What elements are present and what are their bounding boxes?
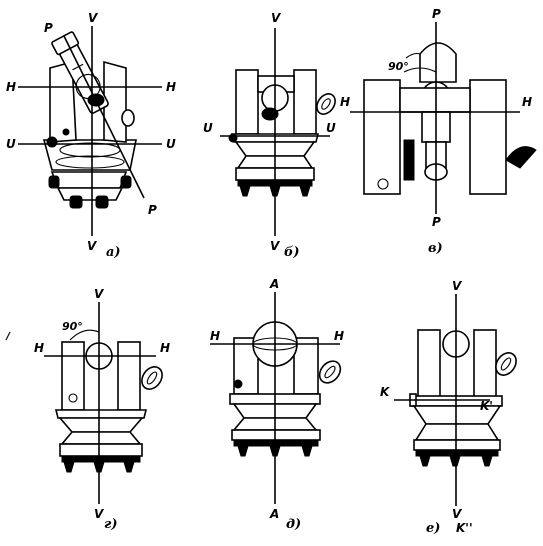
panel-g: V 90° H H V г) [34, 287, 170, 532]
panel-b: V U U V б) [203, 11, 336, 260]
label-v-top-e: V [452, 279, 463, 293]
panel-a: V P H H U U P V а) [6, 11, 176, 260]
label-u-right-b: U [326, 121, 336, 135]
label-p-bottom-v: P [432, 215, 441, 229]
label-angle-v: 90° [388, 60, 409, 73]
angle-arc-g [69, 329, 100, 341]
instrument-g [54, 341, 163, 473]
caption-d: д) [286, 517, 301, 532]
label-p-bottom-a: P [148, 203, 157, 217]
label-v-top-b: V [271, 11, 282, 25]
label-h-right-a: H [166, 80, 176, 94]
label-h-right-v: H [522, 95, 532, 109]
label-v-bottom-a: V [87, 239, 98, 253]
label-h-left-v: H [340, 95, 350, 109]
instrument-e [409, 329, 517, 467]
stray-mark [5, 331, 11, 341]
panel-e: V K K' V е) K'' [380, 279, 517, 536]
label-u-right-a: U [166, 137, 176, 151]
label-p-top-v: P [432, 7, 441, 21]
label-u-left-a: U [6, 137, 16, 151]
axis-p-a [63, 35, 145, 199]
label-k-left-e: K [380, 385, 391, 399]
label-h-left-g: H [34, 341, 44, 355]
label-v-top-g: V [94, 287, 105, 301]
label-v-bottom-b: V [270, 239, 281, 253]
instrument-a [42, 31, 137, 209]
label-p-top-a: P [44, 21, 53, 35]
label-u-left-b: U [203, 121, 213, 135]
label-a-top-d: A [269, 277, 279, 291]
angle-arc-v [403, 67, 437, 73]
label-v-top-a: V [88, 11, 99, 25]
label-h-left-d: H [210, 329, 220, 343]
caption-e: е) [426, 521, 440, 536]
label-v-bottom-g: V [94, 507, 105, 521]
label-h-right-d: H [334, 329, 344, 343]
instrument-d [229, 321, 342, 457]
instrument-b [228, 69, 336, 197]
caption-g: г) [104, 517, 117, 532]
panel-d: A H H A д) [210, 277, 344, 532]
panel-v: P 90° H H P в) [340, 7, 537, 256]
caption-b: б) [284, 245, 300, 260]
caption-v: в) [428, 241, 443, 256]
label-angle-g: 90° [62, 320, 83, 333]
label-k-bottom-e: K'' [456, 521, 473, 535]
label-h-left-a: H [6, 80, 16, 94]
label-a-bottom-d: A [269, 507, 279, 521]
instrument-v [363, 42, 537, 195]
label-v-bottom-e: V [452, 507, 463, 521]
label-h-right-g: H [160, 341, 170, 355]
label-k-right-e: K' [480, 399, 493, 413]
caption-a: а) [106, 245, 121, 260]
